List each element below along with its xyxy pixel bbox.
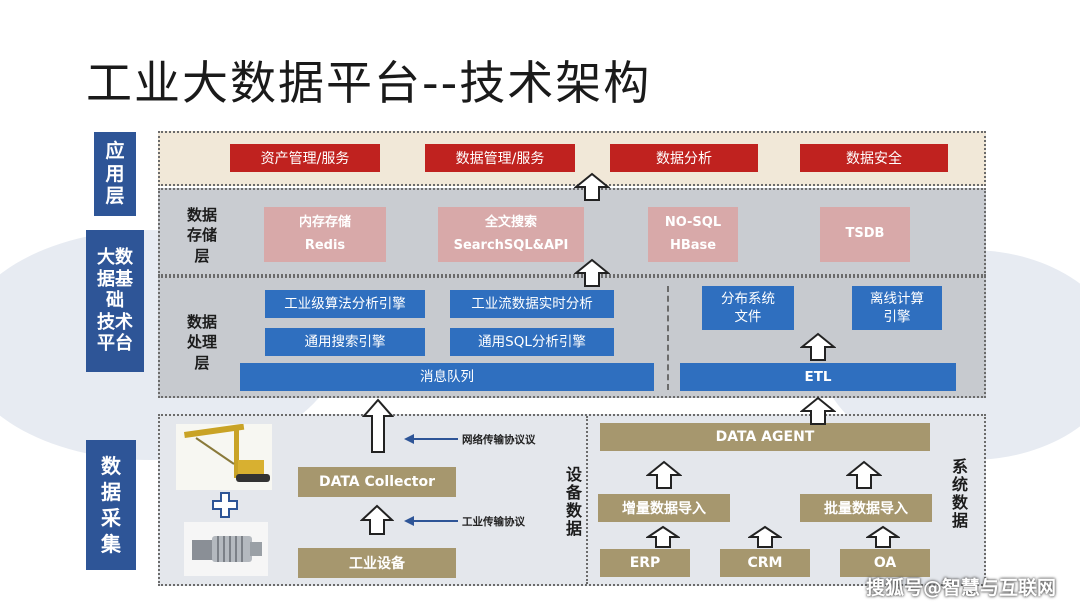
box-line: 分布系统 xyxy=(721,290,775,307)
side-label-text: 据 xyxy=(101,480,121,504)
side-label-collect: 数 据 采 集 xyxy=(86,440,136,570)
up-arrow-icon xyxy=(646,460,682,489)
side-label-text: 数 xyxy=(101,454,121,478)
message-queue: 消息队列 xyxy=(240,363,654,391)
source-crm: CRM xyxy=(720,549,810,577)
up-arrow-icon xyxy=(866,525,900,548)
layer-label-text: 数据 xyxy=(186,313,217,331)
left-arrow-icon xyxy=(404,516,458,526)
industrial-equipment: 工业设备 xyxy=(298,548,456,578)
engine-stream-realtime: 工业流数据实时分析 xyxy=(450,290,614,318)
layer-label-text: 层 xyxy=(194,353,210,372)
app-box-asset-service: 资产管理/服务 xyxy=(230,144,380,172)
app-box-data-service: 数据管理/服务 xyxy=(425,144,575,172)
up-arrow-icon xyxy=(574,172,610,201)
storage-box-title: TSDB xyxy=(845,226,885,242)
app-box-data-security: 数据安全 xyxy=(800,144,948,172)
left-arrow-icon xyxy=(404,434,458,444)
box-line: 离线计算 xyxy=(870,290,924,307)
device-data-label: 设备数据 xyxy=(563,466,582,538)
collection-divider xyxy=(586,416,588,584)
source-oa: OA xyxy=(840,549,930,577)
side-label-text: 层 xyxy=(105,185,125,208)
up-arrow-icon xyxy=(362,398,394,453)
data-agent: DATA AGENT xyxy=(600,423,930,451)
side-label-text: 大数 xyxy=(97,247,133,269)
up-arrow-icon xyxy=(846,460,882,489)
up-arrow-icon xyxy=(800,332,836,361)
storage-box-redis: 内存存储 Redis xyxy=(264,207,386,262)
plus-icon xyxy=(212,492,238,518)
storage-box-hbase: NO-SQL HBase xyxy=(648,207,738,262)
side-label-app: 应 用 层 xyxy=(94,132,136,216)
storage-box-tsdb: TSDB xyxy=(820,207,910,262)
processing-layer-label: 数据 处理 层 xyxy=(180,312,224,373)
watermark: 搜狐号@智慧与互联网 xyxy=(865,577,1056,599)
side-label-text: 平台 xyxy=(97,333,133,355)
side-label-text: 采 xyxy=(101,506,121,530)
up-arrow-icon xyxy=(748,525,782,548)
sensor-image xyxy=(184,522,268,576)
source-erp: ERP xyxy=(600,549,690,577)
side-label-text: 集 xyxy=(101,532,121,556)
storage-box-title: 全文搜索 xyxy=(484,214,537,230)
engine-general-sql: 通用SQL分析引擎 xyxy=(450,328,614,356)
side-label-text: 础 xyxy=(106,290,124,312)
storage-box-subtitle: Redis xyxy=(304,237,346,253)
side-label-bigdata: 大数 据基 础 技术 平台 xyxy=(86,230,144,372)
up-arrow-icon xyxy=(360,504,394,535)
side-label-text: 技术 xyxy=(97,311,133,333)
side-label-text: 用 xyxy=(105,162,125,185)
batch-import: 批量数据导入 xyxy=(800,494,932,522)
up-arrow-icon xyxy=(800,396,836,425)
processing-divider xyxy=(667,286,669,390)
offline-compute-engine: 离线计算 引擎 xyxy=(852,286,942,330)
storage-layer-label: 数据 存储 层 xyxy=(180,205,224,266)
system-data-label: 系统数据 xyxy=(949,458,968,530)
engine-general-search: 通用搜索引擎 xyxy=(265,328,425,356)
layer-label-text: 层 xyxy=(194,246,210,265)
up-arrow-icon xyxy=(574,258,610,287)
layer-label-text: 存储 xyxy=(186,226,217,245)
storage-box-title: 内存存储 xyxy=(298,214,351,230)
etl-box: ETL xyxy=(680,363,956,391)
distributed-file-system: 分布系统 文件 xyxy=(702,286,794,330)
box-line: 引擎 xyxy=(883,309,911,325)
incremental-import: 增量数据导入 xyxy=(598,494,730,522)
data-collector: DATA Collector xyxy=(298,467,456,497)
drilling-rig-image xyxy=(176,424,272,490)
app-box-data-analysis: 数据分析 xyxy=(610,144,758,172)
storage-box-title: NO-SQL xyxy=(664,214,722,230)
storage-box-subtitle: SearchSQL&API xyxy=(453,237,569,253)
industrial-protocol-label: 工业传输协议 xyxy=(462,516,525,528)
up-arrow-icon xyxy=(646,525,680,548)
layer-label-text: 数据 xyxy=(186,206,217,224)
side-label-text: 应 xyxy=(105,139,125,162)
storage-box-search: 全文搜索 SearchSQL&API xyxy=(438,207,584,262)
storage-box-subtitle: HBase xyxy=(669,237,717,253)
layer-label-text: 处理 xyxy=(186,333,217,352)
side-label-text: 据基 xyxy=(97,268,133,290)
page-title: 工业大数据平台--技术架构 xyxy=(86,56,652,110)
box-line: 文件 xyxy=(734,309,762,325)
engine-industrial-algorithm: 工业级算法分析引擎 xyxy=(265,290,425,318)
network-protocol-label: 网络传输协议议 xyxy=(462,434,536,446)
